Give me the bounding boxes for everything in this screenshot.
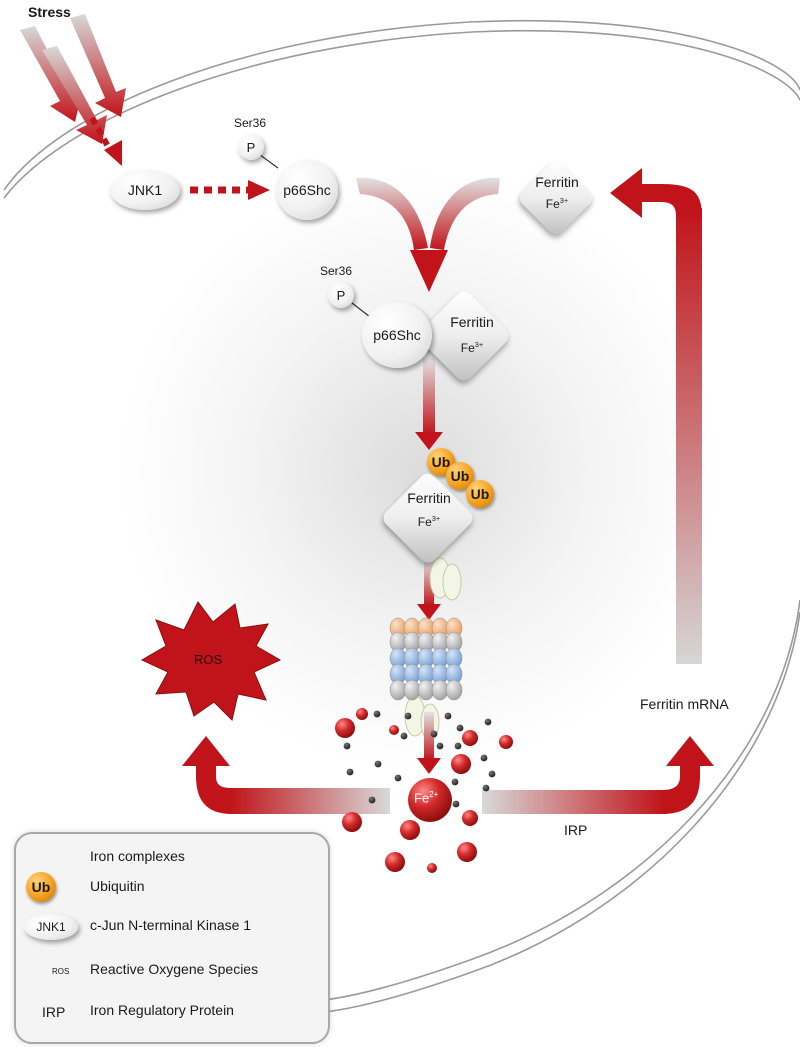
proteasome-subunit xyxy=(403,679,421,701)
arrow-from-proteasome xyxy=(417,712,441,774)
ferritin-top-label: Ferritin xyxy=(535,174,579,190)
legend-ubiquitin: Ubiquitin xyxy=(90,878,145,894)
phospho-mid: P xyxy=(328,282,354,308)
legend-ubiquitin-icon: Ub xyxy=(26,872,56,902)
iron-dark-dot xyxy=(394,774,402,782)
jnk1-to-p66shc-arrow xyxy=(190,180,270,200)
ros-star xyxy=(140,601,282,721)
proteasome-subunit xyxy=(389,679,407,701)
proteasome-body xyxy=(389,617,463,701)
iron-complex-ball xyxy=(462,810,478,826)
jnk1-node: JNK1 xyxy=(110,170,180,210)
ferritin-top-node: Ferritin Fe3+ xyxy=(514,158,600,240)
irp-label: IRP xyxy=(564,822,588,838)
legend-ros: Reactive Oxygene Species xyxy=(90,961,259,977)
iron-complex-ball xyxy=(385,852,405,872)
arrow-to-proteasome xyxy=(417,560,441,620)
iron-dark-dot xyxy=(404,712,412,720)
phospho-top-label: P xyxy=(246,139,256,155)
jnk1-label: JNK1 xyxy=(127,182,163,198)
iron-complex-ball xyxy=(342,812,362,832)
proteasome-subunit xyxy=(445,679,463,701)
iron-dark-dot xyxy=(436,742,444,750)
proteasome-subunit xyxy=(417,679,435,701)
iron-dark-dot xyxy=(368,796,376,804)
iron-dark-dot xyxy=(452,800,460,808)
iron-dark-dot xyxy=(444,712,452,720)
iron-dark-dot xyxy=(346,768,354,776)
legend-iron-complexes: Iron complexes xyxy=(90,848,185,864)
cell-shading xyxy=(120,170,720,770)
iron-complex-ball xyxy=(389,725,399,735)
iron-complex-ball xyxy=(499,735,513,749)
iron-dark-dot xyxy=(456,724,464,732)
ser36-top-label: Ser36 xyxy=(234,116,267,130)
iron-dark-dot xyxy=(484,718,492,726)
legend-irp-symbol: IRP xyxy=(42,1004,66,1020)
iron-dark-dot xyxy=(400,732,408,740)
ser36-mid-label: Ser36 xyxy=(320,264,353,278)
iron-scatter xyxy=(335,708,513,873)
arrow-to-ferritin-mrna xyxy=(482,736,714,814)
phospho-top: P xyxy=(238,134,264,160)
p66shc-top-label: p66Shc xyxy=(283,182,331,198)
ferritin-ub-fe3: Fe3+ xyxy=(417,514,441,529)
ferritin-ub-label: Ferritin xyxy=(407,490,451,506)
iron-complex-ball xyxy=(462,730,478,746)
ferritin-top-fe3: Fe3+ xyxy=(545,196,569,211)
ferritin-mrna-label: Ferritin mRNA xyxy=(640,696,729,712)
iron-dark-dot xyxy=(480,754,488,762)
converging-arrow xyxy=(356,177,500,292)
p66shc-mid-node: p66Shc xyxy=(362,302,432,368)
legend-ros-symbol: ROS xyxy=(52,967,70,976)
iron-complex-ball xyxy=(427,863,437,873)
iron-complex-ball xyxy=(356,708,368,720)
iron-dark-dot xyxy=(451,778,459,786)
iron-dark-dot xyxy=(430,730,438,738)
fe2-label: Fe2+ xyxy=(414,790,439,806)
p66shc-top-node: p66Shc xyxy=(276,160,338,220)
iron-complex-ball xyxy=(457,842,477,862)
stress-dashed-arrowhead xyxy=(104,140,122,166)
stress-dashed-line xyxy=(89,116,113,152)
ferritin-mid-fe3: Fe3+ xyxy=(460,340,484,355)
legend-jnk1: c-Jun N-terminal Kinase 1 xyxy=(90,917,252,933)
stress-label: Stress xyxy=(28,4,71,20)
iron-dark-dot xyxy=(454,742,462,750)
legend xyxy=(14,832,330,1044)
ferritin-ub-node: Ferritin Fe3+ xyxy=(376,468,482,568)
iron-dark-dot xyxy=(488,770,496,778)
ros-label: ROS xyxy=(194,652,223,667)
stress-arrow-1 xyxy=(20,26,82,122)
iron-complex-ball xyxy=(335,718,355,738)
ferritin-mid-node: Ferritin Fe3+ xyxy=(412,287,518,385)
ferritin-mid-label: Ferritin xyxy=(450,314,494,330)
iron-dark-dot xyxy=(373,710,381,718)
ferritin-feedback-arrow xyxy=(610,168,702,664)
iron-complex-ball xyxy=(400,820,420,840)
iron-complex-ball xyxy=(451,754,471,774)
phospho-mid-label: P xyxy=(336,287,346,303)
arrow-to-ros xyxy=(182,736,390,814)
fe2-ball xyxy=(408,778,452,822)
proteasome-subunit xyxy=(431,679,449,701)
p66shc-mid-label: p66Shc xyxy=(373,327,421,343)
stress-arrows xyxy=(20,14,126,166)
iron-dark-dot xyxy=(343,742,351,750)
iron-dark-dot xyxy=(374,760,382,768)
stress-arrow-3 xyxy=(70,14,126,117)
iron-dark-dot xyxy=(482,784,490,792)
legend-jnk1-icon: JNK1 xyxy=(24,914,78,940)
ubiquitin-3: Ub xyxy=(466,480,494,508)
arrow-to-ubiquitination xyxy=(415,358,443,450)
legend-irp: Iron Regulatory Protein xyxy=(90,1002,234,1018)
